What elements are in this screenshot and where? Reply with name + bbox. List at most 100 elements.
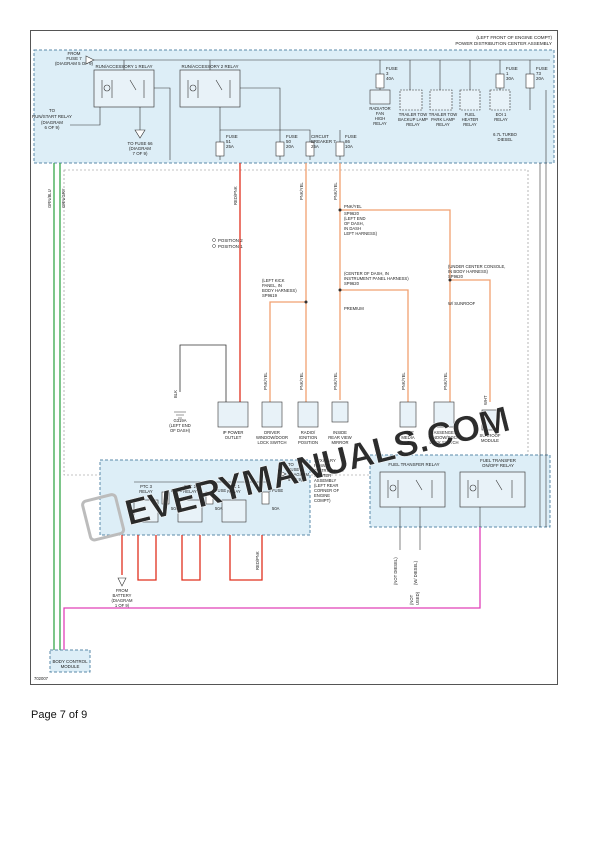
ptc3-l1: PTC 3	[140, 484, 153, 489]
fuse51-l2: 51	[226, 139, 231, 144]
wire-label-13: BLK	[173, 390, 178, 398]
wire-label-10: PNK/YEL	[401, 372, 406, 390]
passwin-l1: PASSENGER	[431, 430, 457, 435]
turbo-l1: 6.7L TURBO	[493, 132, 517, 137]
fuse73-l1: FUSE	[536, 66, 548, 71]
onoff-relay-l2: ON/OFF RELAY	[482, 463, 514, 468]
diagram-code: 702007	[34, 676, 49, 681]
aux-to-l1: TO	[288, 462, 294, 467]
cb7-l2: BREAKER 7	[311, 139, 336, 144]
wire-blk	[179, 344, 227, 402]
eoi-l1: EOI 1	[496, 112, 507, 117]
radio-l1: RADIO/	[301, 430, 316, 435]
mirror-l2: REAR VIEW	[328, 435, 352, 440]
mirror-l3: MIRROR	[332, 440, 349, 445]
radiator-l4: RELAY	[373, 121, 387, 126]
splice4-l2: IN BODY HARNESS)	[448, 269, 489, 274]
fuse3-l3: 40A	[386, 76, 394, 81]
sunroof-l2: MODULE	[481, 438, 499, 443]
splice3-l3: BODY HARNESS)	[262, 288, 297, 293]
splice3-l4: SP9619	[262, 293, 278, 298]
ptc2-l1: PTC 2	[184, 484, 197, 489]
media-l2: MEDIA	[401, 435, 414, 440]
aux-title-l7: CORNER OF	[314, 488, 340, 493]
battery-arrow	[117, 577, 127, 587]
fuse66-l1: TO FUSE 66	[127, 141, 153, 146]
splice2-l1: (CENTER OF DASH, IN	[344, 271, 389, 276]
fuse73-l3: 20A	[536, 76, 544, 81]
splice4-l3: SP9620	[448, 274, 464, 279]
fuse3-l1: FUSE	[386, 66, 398, 71]
aux-title-l9: COMPT)	[314, 498, 331, 503]
wire-label-3: RED/PNK	[233, 186, 238, 205]
wire-label-11: PNK/YEL	[443, 372, 448, 390]
aux-to-l3: (DIAGRAM	[288, 472, 309, 477]
splice2-l2: INSTRUMENT PANEL HARNESS)	[344, 276, 409, 281]
runstart-l2: RUN/START RELAY	[32, 114, 72, 119]
auxfuse-b-l2: 50A	[215, 506, 223, 511]
aux-to-l4: 6 OF 9)	[288, 477, 303, 482]
wire-magenta	[63, 527, 481, 650]
fuse1-l2: 1	[506, 71, 509, 76]
passwin-l2: WINDOW/DOOR	[428, 435, 460, 440]
splice2-l3: SP9620	[344, 281, 360, 286]
fuse3-l2: 3	[386, 71, 389, 76]
auxfuse-a-l1: FUSE	[171, 488, 182, 493]
transfer-ref-l1: (NOT	[409, 594, 414, 605]
pdc-title: POWER DISTRIBUTION CENTER ASSEMBLY	[455, 41, 552, 46]
ptc1-l1: PTC 1	[228, 484, 241, 489]
fuse86-l1: FUSE	[345, 134, 357, 139]
backup-l1: TRAILER TOW	[399, 112, 428, 117]
from-fuse7-l3: (DIAGRAM 5 OF 9)	[55, 61, 94, 66]
onoff-relay-l1: FUEL TRANSFER	[480, 458, 516, 463]
position2: POSITION 2	[218, 238, 243, 243]
aux-title-l2: POWER	[314, 463, 330, 468]
aux-title-l5: ASSEMBLY	[314, 478, 336, 483]
ground-l1: G319A	[173, 418, 186, 423]
cb7-l1: CIRCUIT	[311, 134, 329, 139]
radio-l3: POSITION	[298, 440, 318, 445]
transfer-notdiesel: (NOT DIESEL)	[393, 557, 398, 585]
premium-label: PREMIUM	[344, 306, 364, 311]
wire-label-9: PNK/YEL	[333, 372, 338, 390]
outlet-l2: OUTLET	[225, 435, 242, 440]
cb7-l3: 25A	[311, 144, 319, 149]
heater-l2: HEATER	[462, 117, 479, 122]
splice3-l1: (LEFT KICK	[262, 278, 285, 283]
park-l2: PARK LAMP	[431, 117, 455, 122]
mirror-l1: INSIDE	[333, 430, 347, 435]
pdc-location: (LEFT FRONT OF ENGINE COMPT)	[476, 35, 552, 40]
ground-l3: OF DASH)	[170, 428, 191, 433]
fuse50-l3: 20A	[286, 144, 294, 149]
backup-l2: BACKUP LAMP	[398, 117, 428, 122]
fuse73-l2: 73	[536, 71, 541, 76]
fuse51-l1: FUSE	[226, 134, 238, 139]
wire-label-2: GRN/GRY	[61, 188, 66, 208]
onoff-relay	[459, 471, 526, 508]
eoi-l2: RELAY	[494, 117, 508, 122]
ptc2-l2: RELAY	[183, 489, 197, 494]
battery-l4: 1 OF 9)	[115, 603, 130, 608]
auxfuse-c-l2: 50A	[272, 506, 280, 511]
fuse1-l1: FUSE	[506, 66, 518, 71]
aux-title-l1: AUXILIARY	[314, 458, 336, 463]
wire-label-4: PNK/YEL	[299, 182, 304, 200]
splice1-l2: SP9620	[344, 211, 360, 216]
position1: POSITION 1	[218, 244, 243, 249]
sunroof-l1: SUNROOF	[480, 433, 501, 438]
from-fuse7-l2: FUSE 7	[66, 56, 82, 61]
wire-label-8: PNK/YEL	[299, 372, 304, 390]
sunroof-opt: W/ SUNROOF	[448, 301, 476, 306]
battery-l1: FROM	[116, 588, 129, 593]
splice4-l1: (UNDER CENTER CONSOLE,	[448, 264, 505, 269]
bcm-l2: MODULE	[61, 664, 80, 669]
fuse51-l3: 25A	[226, 144, 234, 149]
from-fuse7-arrow	[85, 55, 95, 65]
auxfuse-b-l1: FUSE	[215, 488, 226, 493]
heater-l3: RELAY	[463, 122, 477, 127]
relay-run-acc-2	[179, 69, 241, 108]
runstart-l1: TO	[49, 108, 56, 113]
turbo-l2: DIESEL	[498, 137, 514, 142]
relay-run-acc-1	[93, 69, 155, 108]
